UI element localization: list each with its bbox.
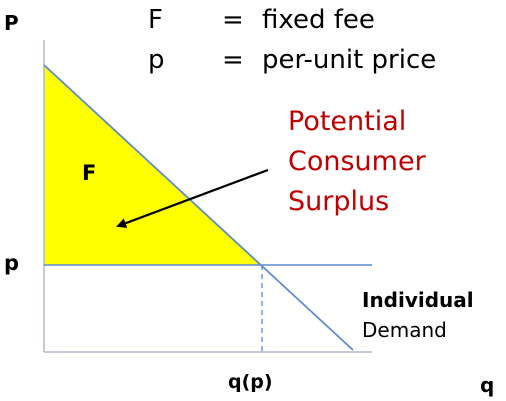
price-level-label: p [4,251,19,275]
demand-label-bold: Individual [362,288,474,312]
annotation-arrow [116,168,269,228]
legend-text-price: per-unit price [262,45,436,75]
fee-region-label: F [82,161,96,185]
demand-label-plain: Demand [362,318,447,342]
quantity-at-price-label: q(p) [228,371,273,393]
annotation-line-1: Potential [288,106,406,137]
demand-curve [43,64,354,351]
legend-text-fee: fixed fee [262,5,375,35]
y-axis-label: P [4,11,19,35]
legend-symbol-price: p [148,45,165,75]
annotation-line-3: Surplus [288,186,389,217]
x-axis-label: q [480,373,494,397]
legend-symbol-fee: F [148,5,163,35]
legend-eq-fee: = [222,5,244,35]
legend-eq-price: = [222,45,244,75]
annotation-line-2: Consumer [288,146,427,177]
